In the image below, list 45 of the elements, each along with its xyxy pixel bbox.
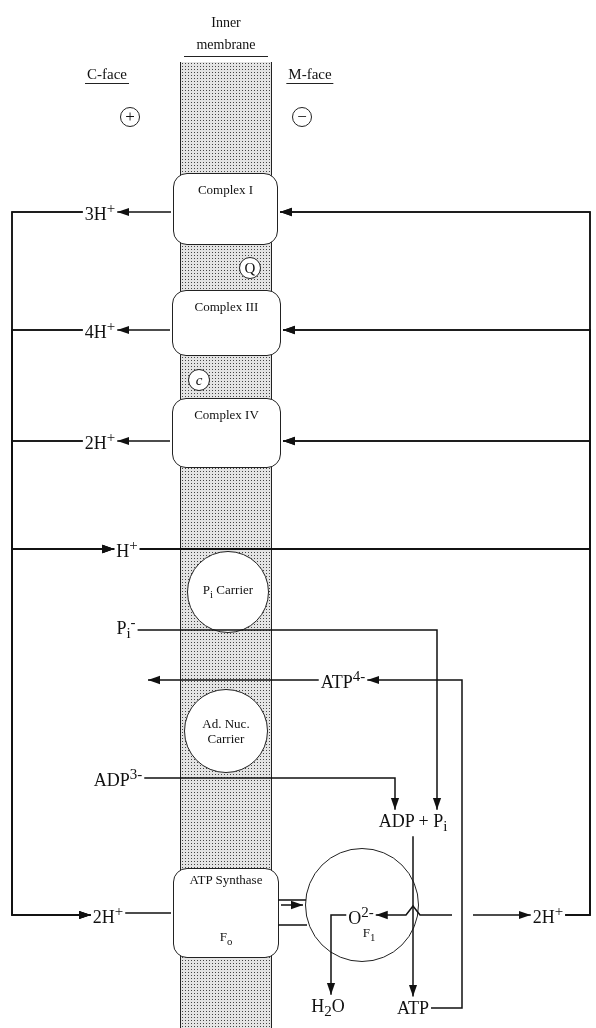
synthase-label: F$_{o}$ — [218, 929, 234, 949]
species-label: 2H$^{+}$ — [532, 902, 564, 928]
face-label: C-face — [85, 66, 129, 84]
carrier-label: Q — [244, 260, 256, 276]
species-label: ATP — [397, 997, 429, 1019]
carrier-circle — [188, 369, 210, 391]
arrow — [375, 904, 453, 920]
carrier-label: Ad. Nuc. Carrier — [201, 716, 251, 746]
arrow — [280, 900, 304, 910]
transporter-circle — [184, 689, 268, 773]
transporter-circle — [187, 551, 269, 633]
carrier-label: c — [194, 372, 204, 388]
protein-complex — [173, 173, 278, 245]
arrow — [139, 436, 591, 550]
species-label: H$^{+}$ — [116, 536, 138, 562]
complex-label: Complex III — [193, 299, 260, 314]
arrow — [116, 436, 171, 446]
arrow — [147, 675, 320, 685]
arrow — [366, 675, 463, 1009]
arrow — [408, 835, 418, 998]
species-label: ADP$^{3-}$ — [93, 765, 143, 791]
species-label: ATP$^{4-}$ — [320, 667, 366, 693]
carrier-label: P$_{i}$ Carrier — [201, 582, 255, 602]
face-label: M-face — [286, 66, 334, 84]
synthase-box — [173, 868, 279, 958]
arrow — [116, 207, 172, 217]
species-label: H$_{2}$O — [311, 995, 345, 1021]
synthase-label: ATP Synthase — [188, 872, 264, 887]
arrow — [472, 910, 532, 920]
arrow — [116, 325, 171, 335]
species-label: ADP + P$_{i}$ — [378, 810, 448, 836]
species-label: 2H$^{+}$ — [84, 428, 116, 454]
arrow — [11, 440, 92, 920]
carrier-circle — [239, 257, 261, 279]
species-label: 3H$^{+}$ — [84, 199, 116, 225]
protein-complex — [172, 398, 281, 468]
arrow — [326, 914, 347, 996]
protein-complex — [172, 290, 281, 356]
species-label: 4H$^{+}$ — [84, 317, 116, 343]
arrow — [136, 629, 442, 811]
complex-label: Complex IV — [193, 407, 260, 422]
membrane-heading: Inner membrane — [184, 12, 268, 57]
complex-label: Complex I — [196, 182, 255, 197]
arrow — [143, 777, 400, 811]
species-label: 2H$^{+}$ — [92, 902, 124, 928]
